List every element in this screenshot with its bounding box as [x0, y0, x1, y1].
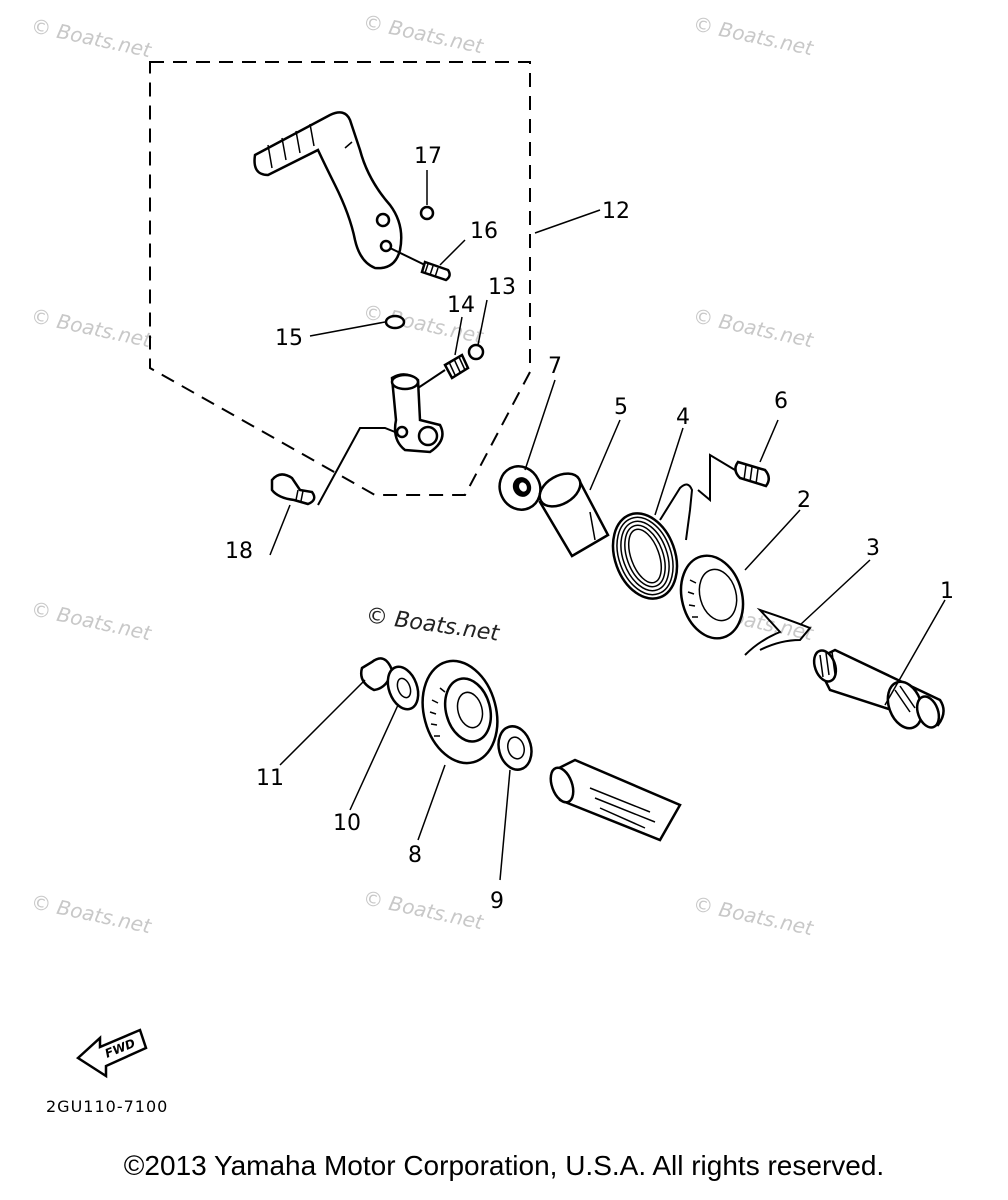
washer-part-9	[497, 725, 533, 771]
watermark: © Boats.net	[29, 13, 154, 62]
callout-7: 7	[548, 354, 562, 379]
washer-part-10	[386, 665, 420, 711]
pin-part-6	[734, 460, 770, 488]
bolt-part-18	[270, 473, 316, 506]
callout-5: 5	[614, 395, 628, 420]
collar-part-5	[538, 472, 610, 558]
callout-11: 11	[256, 766, 284, 791]
callout-9: 9	[490, 889, 504, 914]
spring-part-4	[611, 483, 694, 600]
callout-numbers: 1 2 3 4 5 6 7 8 9 10 11 12 13 14 15 16 1…	[225, 144, 954, 914]
copyright-notice: ©2013 Yamaha Motor Corporation, U.S.A. A…	[123, 1150, 885, 1181]
callout-14: 14	[447, 293, 475, 318]
ball-part-17	[419, 205, 435, 221]
spring-part-14	[443, 353, 470, 380]
fwd-arrow-icon: FWD	[75, 1028, 148, 1079]
bolt-part-16	[389, 247, 451, 282]
watermark: © Boats.net	[29, 303, 154, 352]
callout-10: 10	[333, 811, 361, 836]
callout-13: 13	[488, 275, 516, 300]
watermark: © Boats.net	[361, 885, 486, 934]
kick-idle-gear-part-8	[421, 659, 499, 765]
callout-2: 2	[797, 488, 811, 513]
callout-12: 12	[602, 199, 630, 224]
watermark: © Boats.net	[29, 596, 154, 645]
callout-1: 1	[940, 579, 954, 604]
kick-axle-part-1	[812, 648, 945, 730]
leader-lines	[269, 170, 946, 881]
callout-17: 17	[414, 144, 442, 169]
callout-8: 8	[408, 843, 422, 868]
callout-4: 4	[676, 405, 690, 430]
kick-boss	[390, 373, 444, 454]
callout-3: 3	[866, 536, 880, 561]
bearing-part-7	[498, 465, 542, 511]
ball-part-13	[467, 343, 485, 361]
kick-pedal-arm	[253, 111, 403, 270]
watermark: © Boats.net	[691, 303, 816, 352]
watermark-center: © Boats.net	[364, 603, 502, 647]
watermark: © Boats.net	[29, 889, 154, 938]
watermark: © Boats.net	[361, 9, 486, 58]
callout-18: 18	[225, 539, 253, 564]
kick-pedal-assembly-boundary	[149, 61, 531, 496]
o-ring-part-15	[384, 314, 406, 330]
main-axle	[549, 758, 682, 842]
clip-part-3	[744, 607, 812, 656]
watermark: © Boats.net	[691, 891, 816, 940]
ratchet-wheel-part-2	[679, 554, 745, 640]
circlip-part-11	[360, 657, 394, 692]
diagram-code: 2GU110-7100	[46, 1097, 168, 1116]
callout-15: 15	[275, 326, 303, 351]
watermark: © Boats.net	[691, 11, 816, 60]
callout-16: 16	[470, 219, 498, 244]
callout-6: 6	[774, 389, 788, 414]
